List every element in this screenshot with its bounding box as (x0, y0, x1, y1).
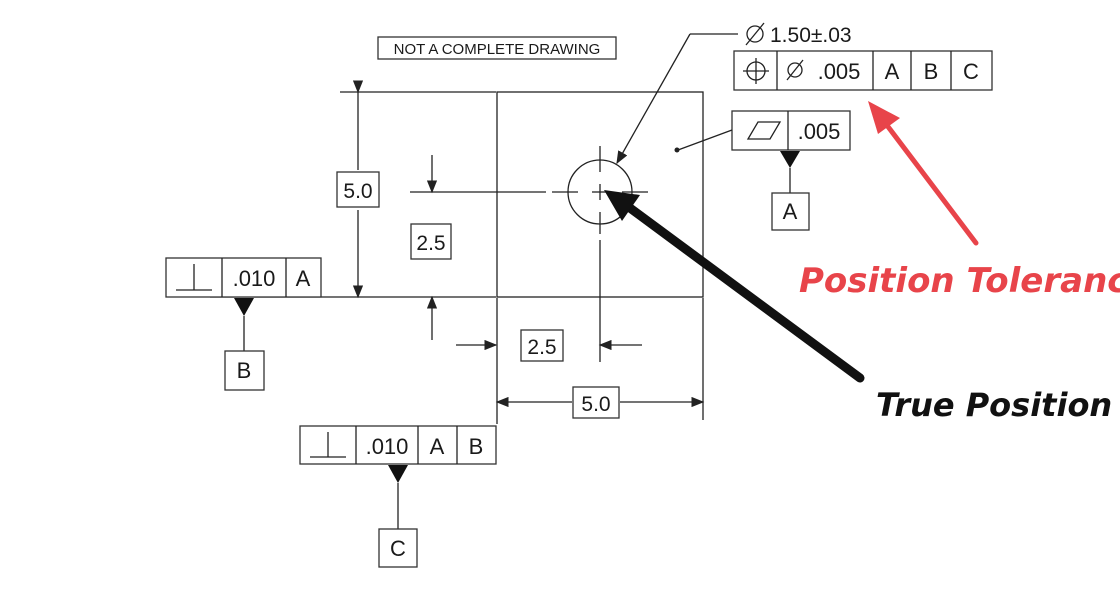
width-dim-text: 5.0 (581, 393, 610, 416)
position-tolerance-arrow (868, 101, 979, 246)
position-icon (743, 58, 769, 84)
bottom-fcf-datum-b: B (469, 434, 484, 459)
position-fcf: .005 A B C (733, 50, 993, 91)
diameter-icon (786, 59, 804, 81)
position-tolerance-label: Position Tolerance (799, 261, 1120, 301)
hole-y-dim-text: 2.5 (416, 232, 445, 255)
hole-x-dim-text: 2.5 (527, 336, 556, 359)
perpendicularity-icon (176, 264, 212, 291)
left-fcf-tolerance: .010 (233, 266, 276, 291)
height-dim-text: 5.0 (343, 180, 372, 203)
flatness-tolerance-value: .005 (798, 119, 841, 144)
flatness-fcf: .005 A (674, 110, 851, 231)
true-position-arrow (604, 190, 865, 383)
datum-a-label: A (783, 199, 798, 224)
left-fcf-datum-a: A (296, 266, 311, 291)
width-dimension: 5.0 (495, 298, 705, 424)
position-datum-b: B (924, 59, 939, 84)
flatness-icon (746, 121, 782, 140)
diameter-icon (745, 22, 765, 46)
position-datum-a: A (885, 59, 900, 84)
left-fcf: .010 A B (165, 257, 322, 391)
position-tolerance-value: .005 (818, 59, 861, 84)
bottom-fcf-datum-a: A (430, 434, 445, 459)
bottom-fcf: .010 A B C (299, 425, 497, 568)
drawing-note: NOT A COMPLETE DRAWING (377, 36, 617, 60)
note-text: NOT A COMPLETE DRAWING (394, 41, 601, 58)
height-dimension: 5.0 (336, 80, 496, 299)
hole-size-text: 1.50±.03 (770, 24, 852, 47)
hole-callout: 1.50±.03 (616, 22, 852, 165)
datum-c-label: C (390, 536, 406, 561)
position-datum-c: C (963, 59, 979, 84)
hole-x-dimension: 2.5 (456, 240, 642, 362)
datum-b-label: B (237, 358, 252, 383)
hole-y-dimension: 2.5 (410, 155, 546, 340)
bottom-fcf-tolerance: .010 (366, 434, 409, 459)
perpendicularity-icon (310, 432, 346, 458)
true-position-label: True Position (876, 386, 1112, 424)
hole-centerlines (552, 146, 648, 234)
